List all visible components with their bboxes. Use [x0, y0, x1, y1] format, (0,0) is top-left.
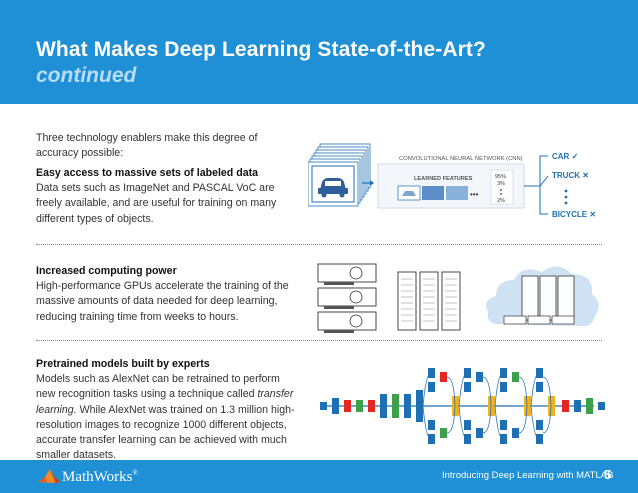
gpu-icon: [317, 287, 377, 309]
divider: [36, 340, 602, 341]
section-heading: Increased computing power: [36, 265, 177, 277]
section-heading: Pretrained models built by experts: [36, 358, 210, 370]
page-number: 5: [604, 467, 612, 482]
section-pretrained-models: Pretrained models built by experts Model…: [36, 357, 301, 463]
network-architecture-diagram: [320, 368, 605, 444]
page-title: What Makes Deep Learning State-of-the-Ar…: [36, 38, 486, 61]
cnn-diagram: CONVOLUTIONAL NEURAL NETWORK (CNN) LEARN…: [308, 143, 596, 219]
footer-bar: [0, 460, 638, 493]
computing-diagram: [317, 263, 599, 333]
probability-truck: 3%: [497, 181, 505, 187]
header-banner: [0, 0, 638, 104]
page-subtitle: continued: [36, 64, 137, 87]
cnn-label: CONVOLUTIONAL NEURAL NETWORK (CNN): [399, 156, 523, 162]
footer-caption: Introducing Deep Learning with MATLAB: [442, 470, 614, 481]
output-truck: TRUCK ✕: [552, 171, 589, 180]
probability-car: 95%: [495, 174, 506, 180]
cloud-icon: [486, 266, 599, 327]
membrane-icon: [38, 469, 60, 484]
branch-arcs: [422, 372, 552, 440]
section-body: Models such as AlexNet can be retrained …: [36, 373, 295, 462]
layer-blocks: [320, 368, 605, 444]
server-rack-icon: [397, 271, 461, 331]
ellipsis: •••: [470, 190, 479, 199]
section-computing-power: Increased computing power High-performan…: [36, 264, 301, 325]
section-body: Data sets such as ImageNet and PASCAL Vo…: [36, 182, 277, 225]
car-icon: [318, 178, 348, 198]
output-car: CAR ✓: [552, 152, 578, 161]
section-heading: Easy access to massive sets of labeled d…: [36, 167, 259, 179]
divider: [36, 244, 602, 245]
image-stack: [308, 143, 371, 207]
transfer-learning-term: transfer learning.: [36, 388, 294, 416]
feature-maps: [397, 185, 468, 201]
logo-text: MathWorks®: [62, 469, 138, 485]
gpu-icon: [317, 311, 377, 333]
section-labeled-data: Easy access to massive sets of labeled d…: [36, 166, 301, 227]
gpu-icon: [317, 263, 377, 285]
mathworks-logo: [38, 469, 60, 484]
probability-bicycle: 2%: [497, 198, 505, 204]
intro-text: Three technology enablers make this degr…: [36, 132, 258, 159]
output-bicycle: BICYCLE ✕: [552, 210, 596, 219]
learned-features-label: LEARNED FEATURES: [414, 176, 473, 182]
section-body: High-performance GPUs accelerate the tra…: [36, 280, 289, 323]
